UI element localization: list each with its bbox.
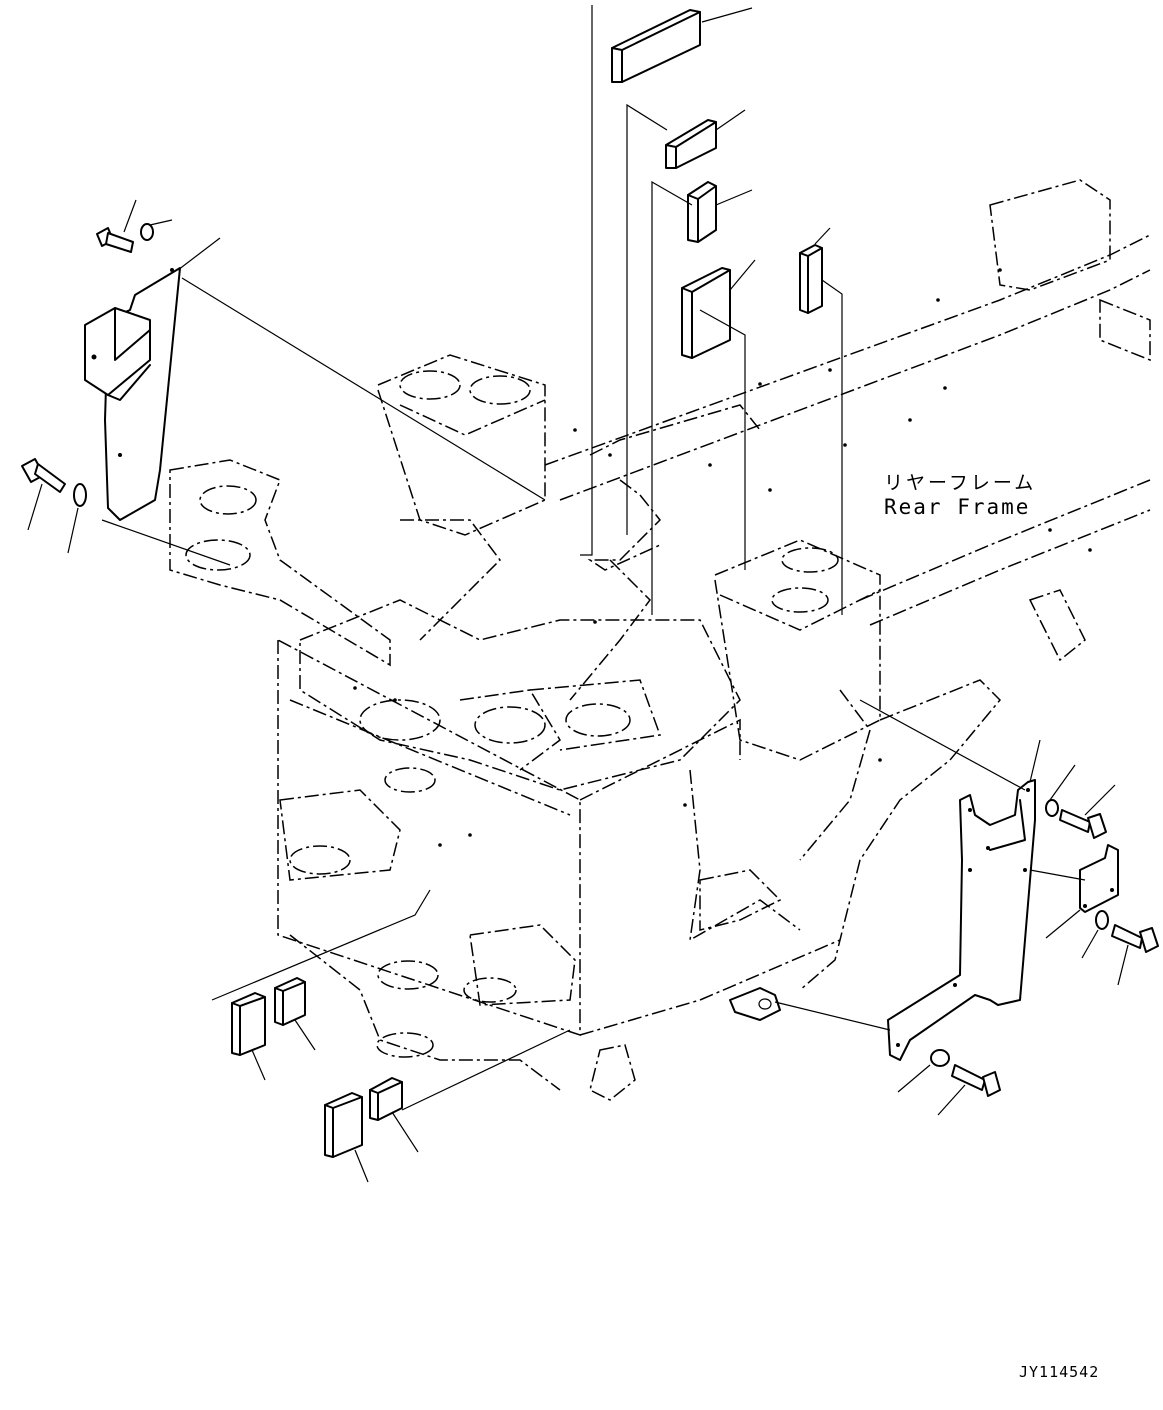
right-bracket-main — [859, 699, 1041, 1061]
right-bracket-small — [1029, 844, 1119, 939]
bolt-hole-dots — [353, 268, 1092, 847]
washer-right-upper — [1045, 764, 1076, 817]
drawing-id: JY114542 — [1019, 1363, 1100, 1381]
washer-lower-left — [67, 483, 87, 554]
pad-top-tall — [681, 259, 756, 570]
rear-frame-outline — [169, 179, 1151, 1101]
small-tab-plate — [729, 987, 891, 1031]
bolt-right-upper — [1059, 784, 1116, 839]
pad-lower-left-d — [369, 1029, 571, 1153]
pad-top-long — [580, 5, 753, 556]
bolt-upper-left — [96, 199, 137, 253]
pad-top-narrow — [799, 227, 843, 615]
left-bracket-plate — [84, 237, 546, 566]
washer-right-lower — [897, 1049, 950, 1093]
pad-lower-left-a — [231, 992, 266, 1081]
frame-label-english: Rear Frame — [884, 495, 1031, 519]
bolt-lower-left — [21, 458, 66, 531]
bolt-right-middle — [1111, 924, 1159, 986]
pad-lower-left-c — [324, 1092, 369, 1183]
pad-lower-left-b — [211, 889, 431, 1051]
frame-label-japanese: リヤーフレーム — [884, 472, 1037, 494]
washer-right-middle — [1081, 910, 1109, 959]
bolt-right-lower — [937, 1064, 1001, 1116]
pad-top-medium — [626, 103, 746, 535]
washer-upper-left — [140, 219, 173, 241]
pad-top-small — [651, 180, 753, 615]
